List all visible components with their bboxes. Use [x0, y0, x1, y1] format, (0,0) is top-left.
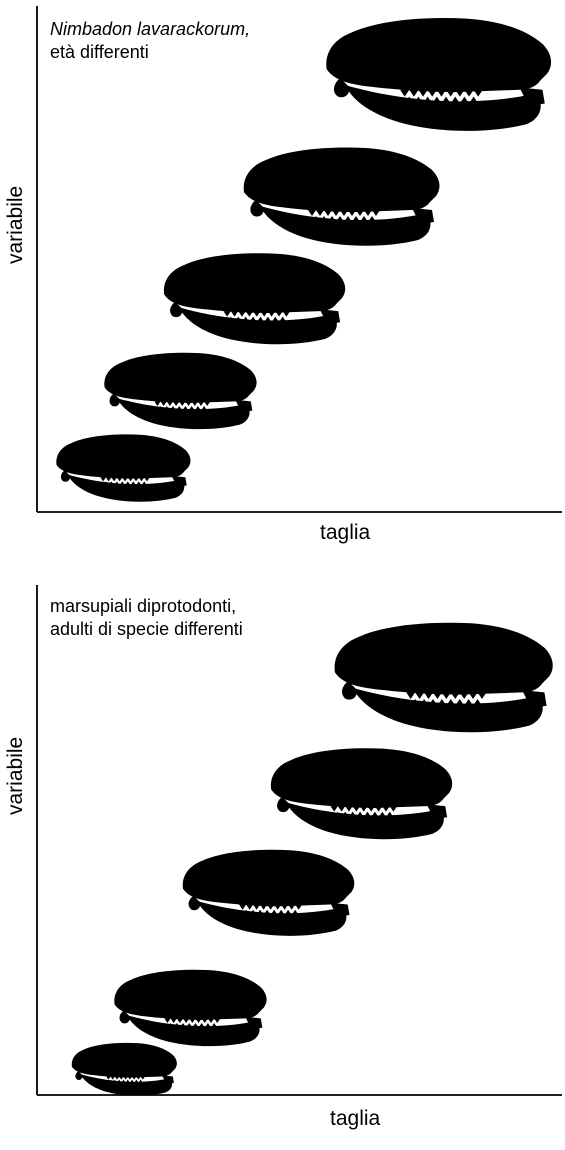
skull-illustration [236, 142, 446, 254]
skull-illustration [326, 609, 560, 749]
panel-caption: Nimbadon lavarackorum, età differenti [50, 18, 250, 64]
y-axis-label: variabile [4, 186, 28, 264]
skull-illustration [156, 250, 352, 350]
x-axis-label: taglia [320, 521, 370, 545]
caption-subtitle: età differenti [50, 41, 250, 64]
skull-illustration [96, 350, 264, 434]
skull-illustration [316, 14, 560, 138]
caption-subtitle: adulti di specie differenti [50, 618, 243, 641]
y-axis-label: variabile [4, 737, 28, 815]
panel-nimbadon-ontogeny: Nimbadon lavarackorum, età differenti va… [0, 0, 565, 560]
panel-caption: marsupiali diprotodonti, adulti di speci… [50, 595, 243, 641]
panel-diprotodont-species: marsupiali diprotodonti, adulti di speci… [0, 575, 565, 1150]
skull-illustration [106, 967, 274, 1051]
caption-group-name: marsupiali diprotodonti, [50, 595, 243, 618]
skull-illustration [56, 1041, 192, 1099]
skull-illustration [176, 839, 360, 949]
skull-illustration [50, 432, 196, 506]
x-axis-label: taglia [330, 1107, 380, 1131]
skull-illustration [256, 745, 466, 845]
caption-species-name: Nimbadon lavarackorum, [50, 18, 250, 41]
